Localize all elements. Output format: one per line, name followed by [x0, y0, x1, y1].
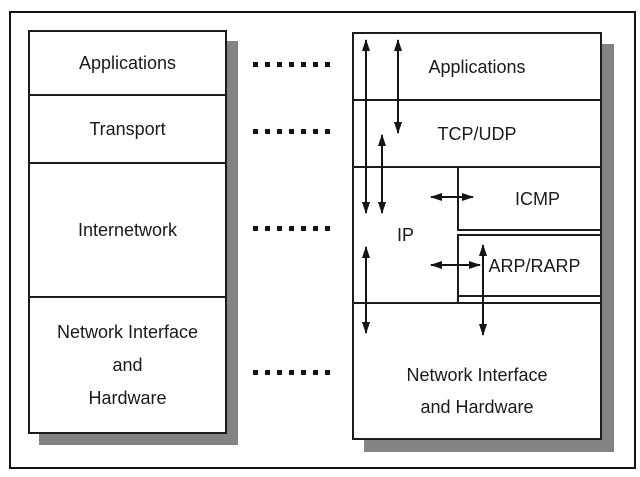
protocol-network-interface-line2: and Hardware: [420, 397, 534, 417]
protocol-arp-rarp-label: ARP/RARP: [488, 255, 581, 276]
protocol-network-interface: Network Interface and Hardware: [354, 302, 600, 438]
right-protocol-stack: Applications TCP/UDP IP ICMP ARP/RARP Ne…: [352, 32, 602, 440]
protocol-applications-label: Applications: [428, 56, 526, 77]
arrow-arprarp-network: [479, 244, 487, 336]
layer-transport: Transport: [30, 94, 225, 162]
protocol-icmp-label: ICMP: [515, 188, 560, 209]
arrowhead-left-icon: [430, 193, 442, 201]
protocol-network-interface-line1: Network Interface: [406, 365, 548, 385]
arrowhead-up-icon: [479, 244, 487, 256]
arrowhead-down-icon: [378, 202, 386, 214]
dotted-link-internetwork: [253, 226, 330, 231]
arrowhead-up-icon: [362, 246, 370, 258]
layer-internetwork: Internetwork: [30, 162, 225, 296]
arrow-applications-tcpudp: [394, 39, 402, 134]
arrowhead-right-icon: [462, 193, 474, 201]
dotted-link-applications: [253, 62, 330, 67]
dotted-link-transport: [253, 129, 330, 134]
arrow-ip-network: [362, 246, 370, 334]
diagram-frame: [9, 11, 636, 469]
ip-section-divider: [457, 297, 459, 302]
arrowhead-down-icon: [394, 122, 402, 134]
arrow-applications-ip: [362, 39, 370, 214]
layer-transport-label: Transport: [89, 119, 166, 139]
layer-applications: Applications: [30, 32, 225, 94]
ip-section: IP ICMP ARP/RARP: [354, 166, 600, 302]
arrowhead-down-icon: [479, 324, 487, 336]
arrowhead-up-icon: [378, 134, 386, 146]
layer-network-interface-line2: and: [112, 354, 143, 375]
arrowhead-down-icon: [362, 202, 370, 214]
arrow-tcpudp-ip: [378, 134, 386, 214]
left-protocol-stack: Applications Transport Internetwork Netw…: [28, 30, 227, 434]
layer-applications-label: Applications: [78, 53, 177, 73]
arrowhead-up-icon: [394, 39, 402, 51]
arrowhead-up-icon: [362, 39, 370, 51]
layer-network-interface-line3: Hardware: [88, 387, 167, 408]
arrowhead-right-icon: [469, 261, 481, 269]
layer-internetwork-label: Internetwork: [77, 220, 178, 240]
protocol-ip: IP: [354, 168, 457, 302]
layer-network-interface: Network Interface and Hardware: [30, 296, 225, 432]
protocol-applications: Applications: [354, 34, 600, 99]
arrowhead-down-icon: [362, 322, 370, 334]
protocol-tcp-udp-label: TCP/UDP: [437, 123, 517, 144]
dotted-link-network-interface: [253, 370, 330, 375]
protocol-icmp: ICMP: [457, 168, 600, 231]
arrowhead-left-icon: [430, 261, 442, 269]
layer-network-interface-line1: Network Interface: [56, 321, 199, 342]
arrow-ip-arprarp: [430, 261, 481, 269]
protocol-ip-label: IP: [396, 225, 414, 245]
protocol-tcp-udp: TCP/UDP: [354, 99, 600, 166]
arrow-ip-icmp: [430, 193, 474, 201]
